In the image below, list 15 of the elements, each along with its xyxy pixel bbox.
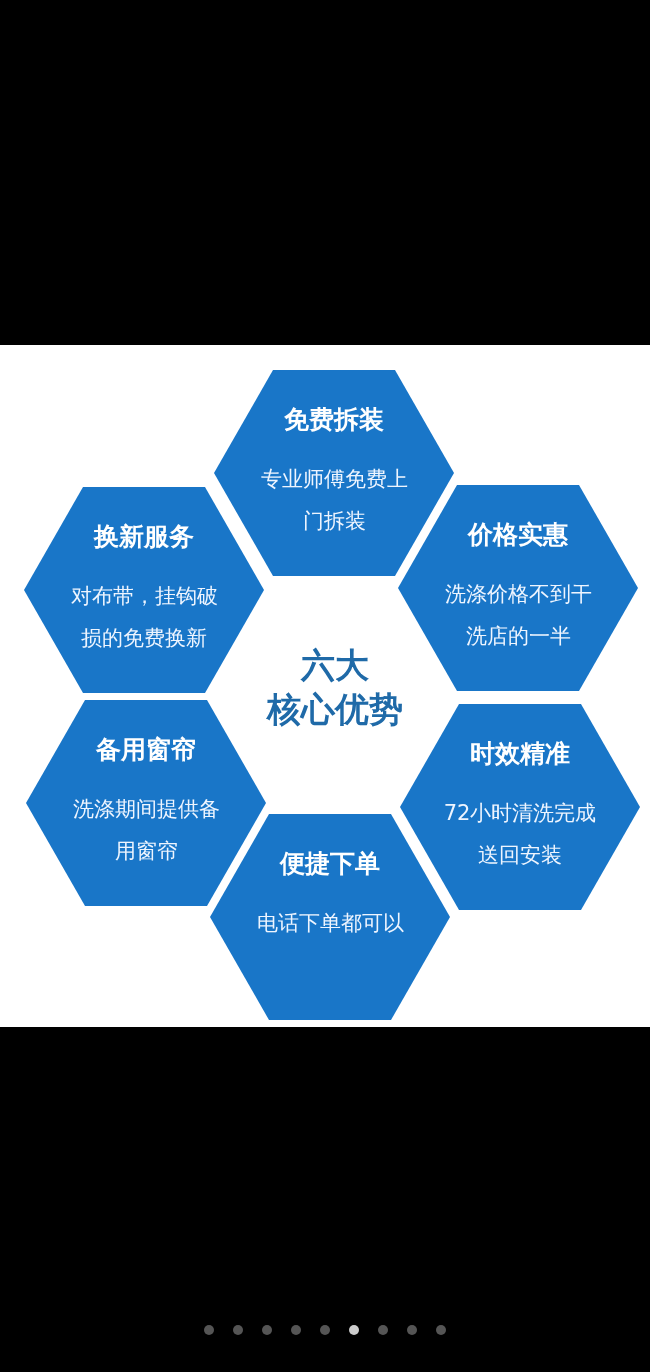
hexagon-text: 洗涤期间提供备用窗帘 [71, 796, 221, 865]
hexagon-heading: 换新服务 [92, 521, 195, 553]
hexagon-text: 专业师傅免费上门拆装 [259, 466, 409, 535]
hexagon-text: 对布带，挂钩破损的免费换新 [69, 583, 219, 652]
hexagon-box [212, 368, 456, 578]
hexagon-heading: 免费拆装 [283, 404, 385, 436]
hexagon-text: 72小时清洗完成送回安装 [442, 800, 598, 869]
hexagon-box [24, 698, 268, 908]
hexagon-text: 洗涤价格不到干洗店的一半 [443, 581, 593, 650]
hexagon-text: 电话下单都可以 [255, 910, 405, 937]
hexagon-heading: 价格实惠 [466, 519, 569, 551]
hexagon-heading: 备用窗帘 [95, 734, 197, 766]
diagram-title: 六大核心优势 [265, 644, 404, 731]
hexagon-heading: 时效精准 [469, 738, 571, 770]
hexagon-heading: 便捷下单 [278, 848, 381, 880]
